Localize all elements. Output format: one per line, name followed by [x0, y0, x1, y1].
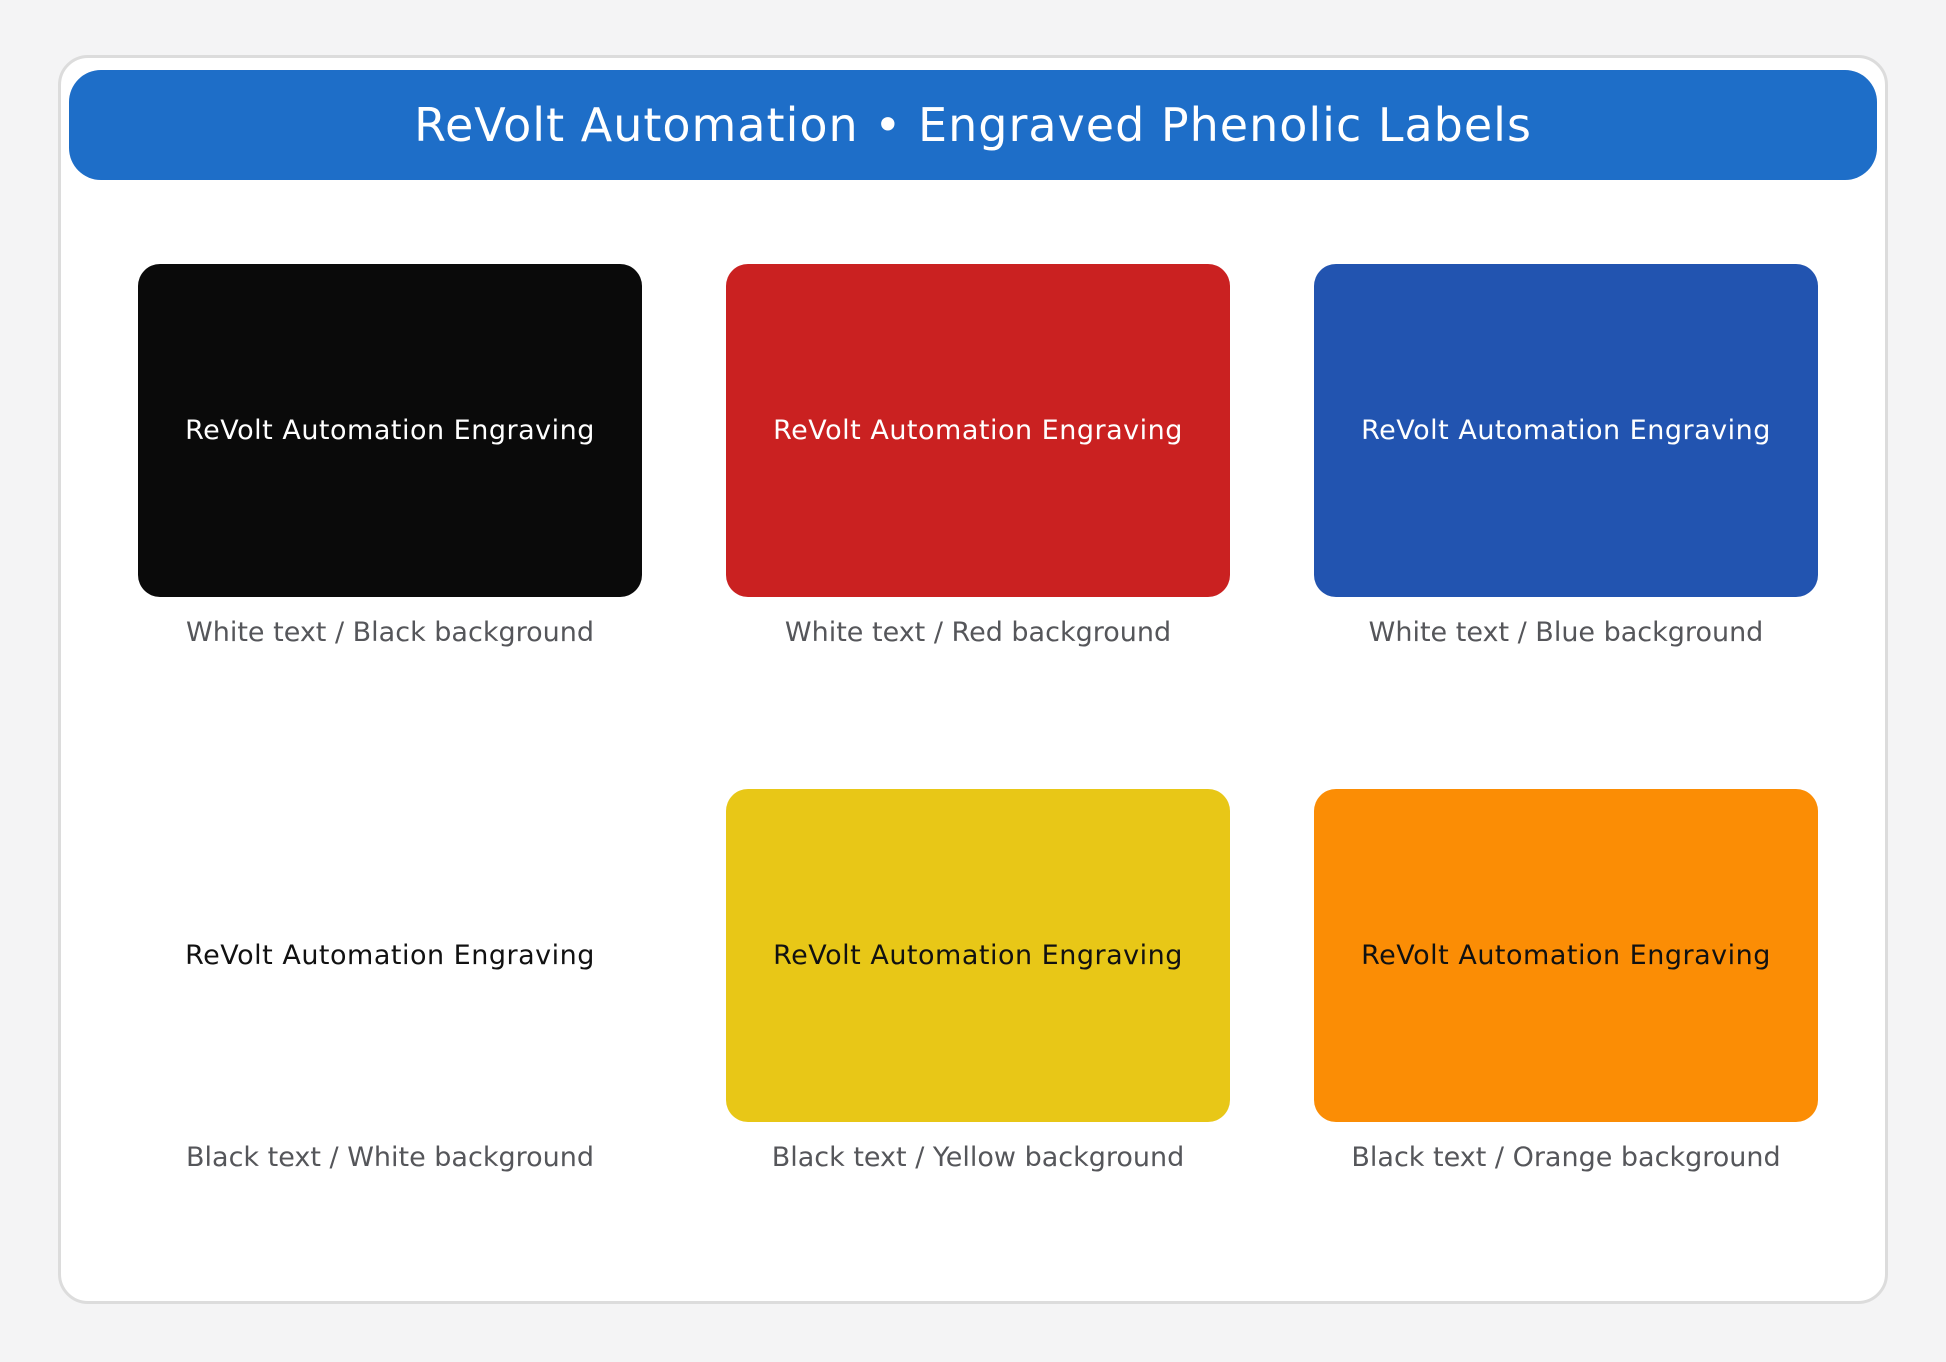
label-swatch-black: ReVolt Automation Engraving [138, 264, 642, 597]
page-title: ReVolt Automation • Engraved Phenolic La… [414, 98, 1532, 152]
swatch-cell-white: ReVolt Automation Engraving Black text /… [138, 789, 642, 1178]
swatch-caption: Black text / White background [186, 1142, 594, 1173]
swatch-cell-blue: ReVolt Automation Engraving White text /… [1314, 264, 1818, 653]
label-swatch-orange: ReVolt Automation Engraving [1314, 789, 1818, 1122]
swatch-grid: ReVolt Automation Engraving White text /… [138, 264, 1818, 1178]
swatch-caption: White text / Blue background [1368, 617, 1764, 648]
label-swatch-blue: ReVolt Automation Engraving [1314, 264, 1818, 597]
swatch-caption: White text / Red background [784, 617, 1172, 648]
swatch-caption: Black text / Orange background [1351, 1142, 1781, 1173]
swatch-cell-orange: ReVolt Automation Engraving Black text /… [1314, 789, 1818, 1178]
swatch-label: ReVolt Automation Engraving [1361, 415, 1771, 446]
swatch-cell-black: ReVolt Automation Engraving White text /… [138, 264, 642, 653]
swatch-caption: Black text / Yellow background [771, 1142, 1185, 1173]
swatch-caption: White text / Black background [186, 617, 594, 648]
label-swatch-white: ReVolt Automation Engraving [138, 789, 642, 1122]
swatch-label: ReVolt Automation Engraving [185, 940, 595, 971]
content-card: ReVolt Automation • Engraved Phenolic La… [58, 55, 1888, 1304]
label-swatch-yellow: ReVolt Automation Engraving [726, 789, 1230, 1122]
label-swatch-red: ReVolt Automation Engraving [726, 264, 1230, 597]
swatch-cell-yellow: ReVolt Automation Engraving Black text /… [726, 789, 1230, 1178]
swatch-label: ReVolt Automation Engraving [185, 415, 595, 446]
swatch-label: ReVolt Automation Engraving [773, 415, 1183, 446]
swatch-cell-red: ReVolt Automation Engraving White text /… [726, 264, 1230, 653]
page-header: ReVolt Automation • Engraved Phenolic La… [69, 70, 1877, 180]
swatch-label: ReVolt Automation Engraving [773, 940, 1183, 971]
swatch-label: ReVolt Automation Engraving [1361, 940, 1771, 971]
